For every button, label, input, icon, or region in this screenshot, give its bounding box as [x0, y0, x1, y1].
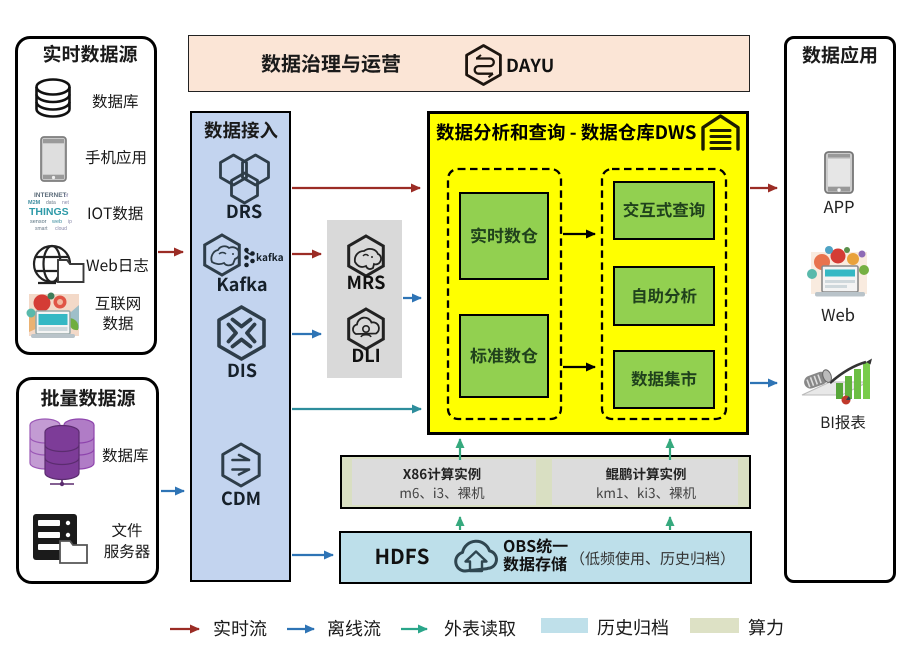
svg-text:cloud: cloud	[55, 226, 67, 232]
svg-text:INTERNET: INTERNET	[34, 192, 67, 199]
svg-text:smart: smart	[35, 226, 48, 232]
svg-text:net: net	[62, 200, 70, 206]
svg-text:ip: ip	[68, 219, 72, 225]
svg-text:of: of	[64, 193, 69, 199]
svg-text:THINGS: THINGS	[29, 206, 69, 218]
svg-text:M2M: M2M	[28, 200, 41, 206]
svg-text:sensor: sensor	[30, 219, 47, 225]
svg-text:data: data	[46, 200, 56, 206]
svg-text:web: web	[51, 219, 62, 225]
